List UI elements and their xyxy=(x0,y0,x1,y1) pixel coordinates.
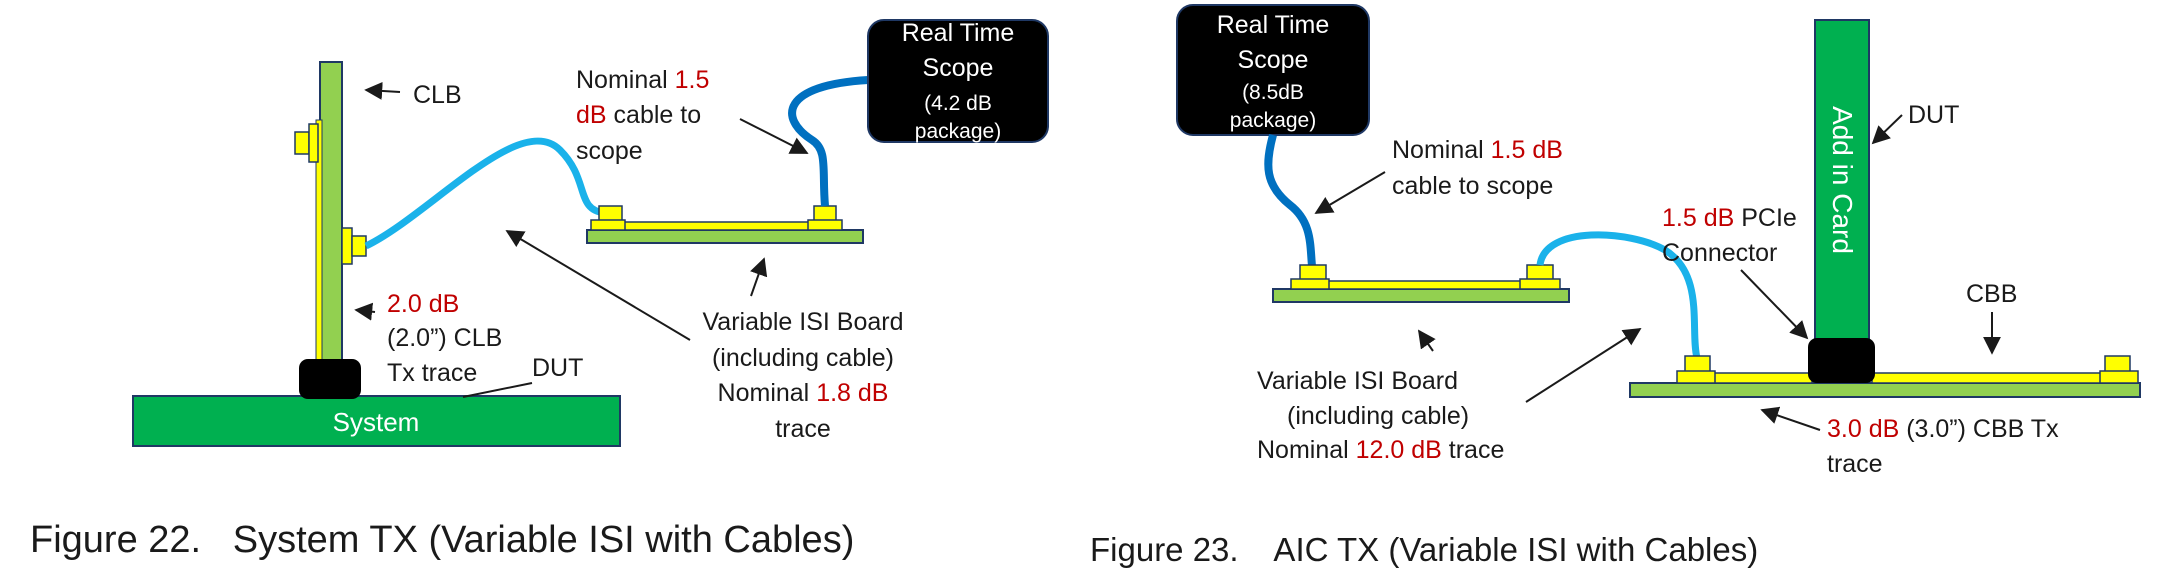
isi-arrow-fig23 xyxy=(1525,328,1642,403)
add-in-card xyxy=(1814,19,1870,343)
system-label: System xyxy=(333,407,420,437)
cable-label-line3-fig22: scope xyxy=(576,137,643,165)
dut-label-fig22: DUT xyxy=(532,354,583,382)
cbb-trace-line2: trace xyxy=(1827,450,1883,478)
isi-line3-fig23: Nominal 12.0 dB trace xyxy=(1257,436,1504,464)
cbb-board xyxy=(1629,382,2141,398)
isi-board-fig23 xyxy=(1272,288,1570,303)
isi-right-connector-base-fig22 xyxy=(807,219,843,231)
cbb-left-connector-base xyxy=(1676,370,1716,384)
scope-line2-fig23: Scope xyxy=(1238,46,1309,74)
clb-trace-label-line3: Tx trace xyxy=(387,359,477,387)
dut-label-fig23: DUT xyxy=(1908,101,1959,129)
figure-23: Real Time Scope (8.5dB package) Add in C… xyxy=(1090,4,2141,568)
isi-line1-fig23: Variable ISI Board xyxy=(1257,367,1458,395)
isi-value-fig23: 12.0 dB xyxy=(1356,436,1442,464)
system-board xyxy=(132,395,621,447)
pcie-label-line2: Connector xyxy=(1662,239,1777,267)
scope-line4-fig23: package) xyxy=(1230,109,1316,132)
scope-cable-fig23 xyxy=(1264,133,1316,267)
cable-line2-value-fig22: dB xyxy=(576,101,607,129)
isi-line2-fig23: (including cable) xyxy=(1287,402,1469,430)
cbb-cable xyxy=(1536,231,1701,359)
cbb-trace-value: 3.0 dB xyxy=(1827,415,1899,443)
isi-left-connector-base-fig22 xyxy=(590,219,626,231)
clb-board xyxy=(319,61,343,365)
cbb-right-connector-base xyxy=(2099,370,2139,384)
isi-arrow-fig22 xyxy=(505,230,691,341)
pcie-value: 1.5 dB xyxy=(1662,204,1734,232)
cbb-label: CBB xyxy=(1966,280,2017,308)
cbb-trace-rest: (3.0”) CBB Tx xyxy=(1899,415,2059,443)
cable-label-line2-fig22: dB cable to xyxy=(576,101,701,129)
clb-trace-value: 2.0 dB xyxy=(387,290,459,318)
pcie-label-line1: 1.5 dB PCIe xyxy=(1662,204,1797,232)
clb-top-connector xyxy=(294,131,310,155)
cable-value-fig23: 1.5 dB xyxy=(1491,136,1563,164)
cable-pre-fig22: Nominal xyxy=(576,66,675,94)
isi-post-fig23: trace xyxy=(1442,436,1505,464)
isi-trace-fig22 xyxy=(611,221,823,231)
isi-up-arrow-fig22 xyxy=(750,257,768,297)
cbb-trace-line1: 3.0 dB (3.0”) CBB Tx xyxy=(1827,415,2059,443)
dut-connector xyxy=(299,359,361,399)
clb-label: CLB xyxy=(413,81,462,109)
clb-trace-label-line1: 2.0 dB xyxy=(387,290,459,318)
pcie-arrow xyxy=(1740,269,1809,340)
isi-line1-fig22: Variable ISI Board xyxy=(702,308,903,336)
cbb-trace-arrow xyxy=(1760,406,1821,431)
caption-fig22: Figure 22. System TX (Variable ISI with … xyxy=(30,519,854,561)
cbb-trace-right xyxy=(1871,372,2103,384)
card-label: Add in Card xyxy=(1827,106,1858,254)
scope-box-fig22 xyxy=(867,19,1049,143)
clb-cable xyxy=(364,137,606,250)
cable-arrow-fig22 xyxy=(739,118,809,154)
figure-22: System Real Time Scope (4.2 dB package) … xyxy=(30,19,1049,561)
pcie-connector xyxy=(1808,338,1875,383)
isi-line2-fig22: (including cable) xyxy=(712,344,894,372)
dut-leader-fig22 xyxy=(462,382,533,398)
scope-line3-fig22: (4.2 dB xyxy=(924,92,992,115)
clb-trace-arrow xyxy=(354,302,376,321)
pcie-rest: PCIe xyxy=(1734,204,1797,232)
cable-pre-fig23: Nominal xyxy=(1392,136,1491,164)
isi-left-connector-base-fig23 xyxy=(1290,278,1330,290)
isi-board-fig22 xyxy=(586,229,864,244)
clb-top-connector-base xyxy=(308,123,319,163)
isi-pre-fig22: Nominal xyxy=(718,379,817,407)
scope-line2-fig22: Scope xyxy=(923,54,994,82)
isi-line3-fig22: Nominal 1.8 dB xyxy=(718,379,889,407)
caption-fig23: Figure 23. AIC TX (Variable ISI with Cab… xyxy=(1090,531,1758,568)
scope-cable-fig22 xyxy=(788,76,869,207)
isi-up-arrow-fig23 xyxy=(1417,329,1436,352)
dut-arrow-fig23 xyxy=(1871,114,1903,145)
isi-right-connector-base-fig23 xyxy=(1519,278,1561,290)
clb-trace-label-line2: (2.0”) CLB xyxy=(387,324,502,352)
cable-label-line1-fig22: Nominal 1.5 xyxy=(576,66,709,94)
cable-line2-rest-fig22: cable to xyxy=(607,101,702,129)
scope-line4-fig22: package) xyxy=(915,120,1001,143)
cable-label-line2-fig23: cable to scope xyxy=(1392,172,1553,200)
isi-value-fig22: 1.8 dB xyxy=(816,379,888,407)
clb-side-connector xyxy=(341,227,353,265)
clb-arrow xyxy=(364,81,401,100)
isi-line4-fig22: trace xyxy=(775,415,831,443)
scope-line3-fig23: (8.5dB xyxy=(1242,81,1304,104)
isi-trace-fig23 xyxy=(1308,280,1535,290)
scope-line1-fig22: Real Time xyxy=(902,19,1015,47)
clb-side-connector-tip xyxy=(351,235,367,257)
cable-label-line1-fig23: Nominal 1.5 dB xyxy=(1392,136,1563,164)
scope-line1-fig23: Real Time xyxy=(1217,11,1330,39)
cable-arrow-fig23 xyxy=(1314,171,1386,214)
cable-value-fig22: 1.5 xyxy=(675,66,710,94)
isi-pre-fig23: Nominal xyxy=(1257,436,1356,464)
